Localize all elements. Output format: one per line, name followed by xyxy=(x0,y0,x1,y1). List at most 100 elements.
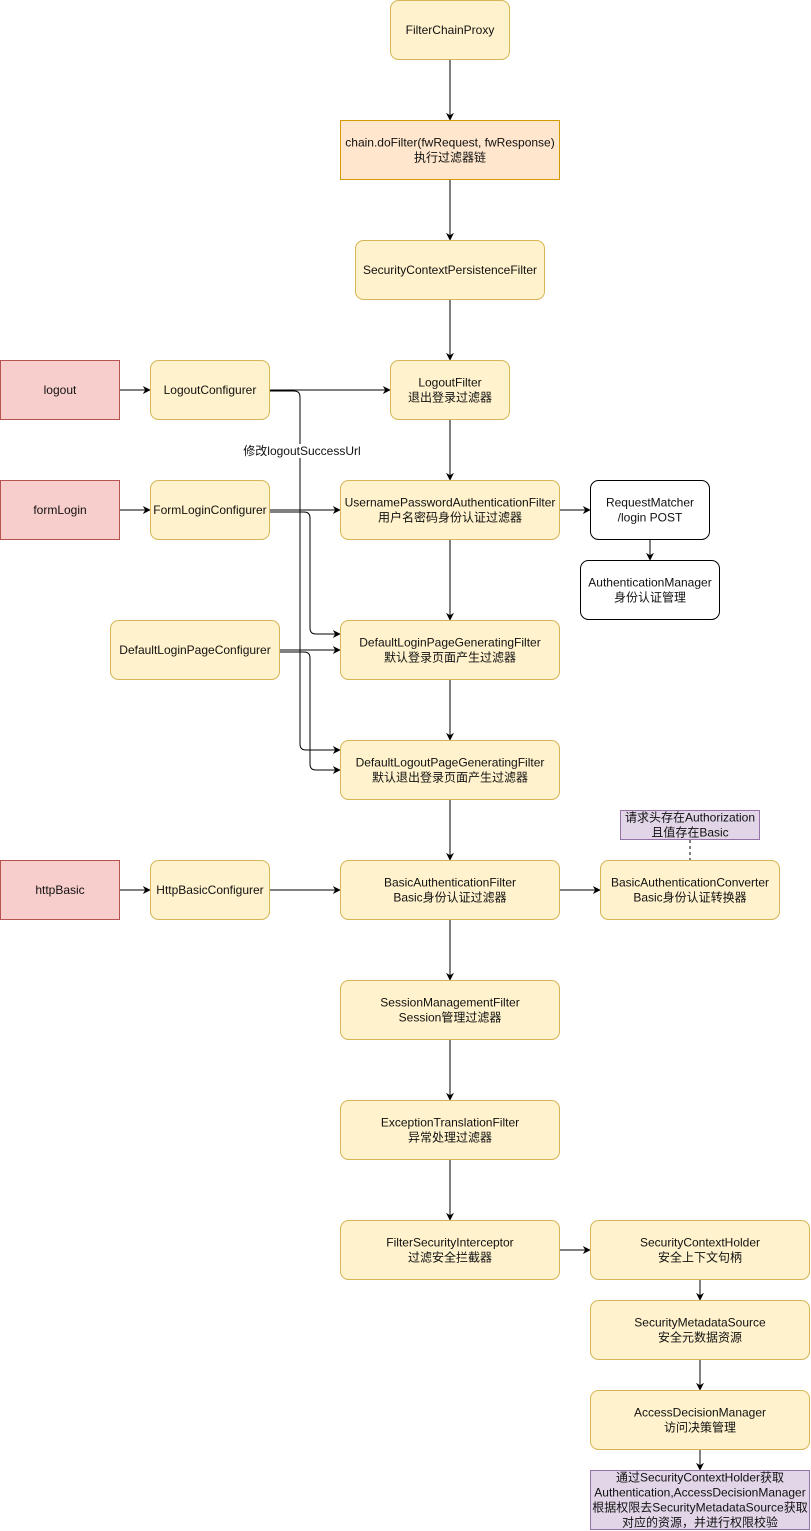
node-label-final-note: 通过SecurityContextHolder获取 xyxy=(616,1471,784,1485)
node-http-basic: httpBasic xyxy=(0,860,120,920)
node-box-logout xyxy=(0,360,120,420)
node-label-filter-security-interceptor: 过滤安全拦截器 xyxy=(408,1250,492,1265)
node-label-security-metadata-source: SecurityMetadataSource xyxy=(634,1316,766,1330)
node-label-request-matcher: RequestMatcher xyxy=(606,496,694,510)
node-label-default-login-page-configurer: DefaultLoginPageConfigurer xyxy=(119,643,270,657)
node-label-exception-translation-filter: ExceptionTranslationFilter xyxy=(381,1116,519,1130)
node-label-session-management-filter: SessionManagementFilter xyxy=(380,996,519,1010)
node-box-http-basic xyxy=(0,860,120,920)
node-box-session-management-filter xyxy=(340,980,560,1040)
node-label-default-logout-page-filter: DefaultLogoutPageGeneratingFilter xyxy=(356,756,545,770)
node-box-authorization-note xyxy=(620,810,760,840)
node-box-form-login xyxy=(0,480,120,540)
node-box-authentication-manager xyxy=(580,560,720,620)
edge-label-logout-success-url: 修改logoutSuccessUrl xyxy=(243,443,360,458)
node-box-security-context-persistence-filter xyxy=(355,240,545,300)
node-box-default-login-page-configurer xyxy=(110,620,280,680)
node-box-final-note xyxy=(590,1470,810,1530)
node-box-filter-chain-proxy xyxy=(390,0,510,60)
node-request-matcher: RequestMatcher/login POST xyxy=(590,480,710,540)
node-form-login-configurer: FormLoginConfigurer xyxy=(150,480,270,540)
node-label-http-basic: httpBasic xyxy=(35,883,84,897)
node-form-login: formLogin xyxy=(0,480,120,540)
node-default-login-page-configurer: DefaultLoginPageConfigurer xyxy=(110,620,280,680)
node-http-basic-configurer: HttpBasicConfigurer xyxy=(150,860,270,920)
edge-logout-configurer-to-logout-page xyxy=(270,390,341,754)
node-label-authorization-note: 且值存在Basic xyxy=(651,825,728,840)
node-box-form-login-configurer xyxy=(150,480,270,540)
node-label-final-note: Authentication,AccessDecisionManager xyxy=(594,1486,805,1500)
node-chain-do-filter: chain.doFilter(fwRequest, fwResponse)执行过… xyxy=(340,120,560,180)
node-label-logout-configurer: LogoutConfigurer xyxy=(164,383,257,397)
node-label-security-context-holder: 安全上下文句柄 xyxy=(658,1250,742,1265)
node-label-chain-do-filter: 执行过滤器链 xyxy=(414,150,486,165)
node-label-basic-authentication-converter: BasicAuthenticationConverter xyxy=(611,876,769,890)
node-box-security-context-holder xyxy=(590,1220,810,1280)
edge-formlogin-configurer-to-login-page xyxy=(270,511,341,638)
node-label-security-metadata-source: 安全元数据资源 xyxy=(658,1330,742,1345)
node-logout: logout xyxy=(0,360,120,420)
node-box-username-password-filter xyxy=(340,480,560,540)
node-label-session-management-filter: Session管理过滤器 xyxy=(399,1010,502,1025)
edge-label-background xyxy=(247,444,357,458)
node-username-password-filter: UsernamePasswordAuthenticationFilter用户名密… xyxy=(340,480,560,540)
node-label-logout-filter: 退出登录过滤器 xyxy=(408,390,492,405)
node-box-default-login-page-filter xyxy=(340,620,560,680)
node-label-security-context-persistence-filter: SecurityContextPersistenceFilter xyxy=(363,263,537,277)
node-label-filter-security-interceptor: FilterSecurityInterceptor xyxy=(386,1236,513,1250)
node-label-http-basic-configurer: HttpBasicConfigurer xyxy=(156,883,263,897)
node-box-chain-do-filter xyxy=(340,120,560,180)
node-label-form-login-configurer: FormLoginConfigurer xyxy=(153,503,266,517)
edges xyxy=(120,60,704,1471)
node-label-username-password-filter: 用户名密码身份认证过滤器 xyxy=(378,510,522,525)
node-label-authorization-note: 请求头存在Authorization xyxy=(625,811,755,825)
node-security-context-persistence-filter: SecurityContextPersistenceFilter xyxy=(355,240,545,300)
node-label-filter-chain-proxy: FilterChainProxy xyxy=(406,23,495,37)
node-box-exception-translation-filter xyxy=(340,1100,560,1160)
node-box-logout-configurer xyxy=(150,360,270,420)
node-box-default-logout-page-filter xyxy=(340,740,560,800)
node-label-basic-authentication-converter: Basic身份认证转换器 xyxy=(633,890,746,905)
node-label-logout-filter: LogoutFilter xyxy=(418,376,481,390)
node-box-access-decision-manager xyxy=(590,1390,810,1450)
node-label-authentication-manager: AuthenticationManager xyxy=(588,576,711,590)
node-box-filter-security-interceptor xyxy=(340,1220,560,1280)
node-label-access-decision-manager: 访问决策管理 xyxy=(664,1420,736,1435)
node-box-logout-filter xyxy=(390,360,510,420)
node-filter-chain-proxy: FilterChainProxy xyxy=(390,0,510,60)
node-box-request-matcher xyxy=(590,480,710,540)
node-label-default-logout-page-filter: 默认退出登录页面产生过滤器 xyxy=(372,770,528,785)
node-label-request-matcher: /login POST xyxy=(618,511,683,525)
node-label-form-login: formLogin xyxy=(33,503,86,517)
node-label-authentication-manager: 身份认证管理 xyxy=(614,590,686,605)
node-box-security-metadata-source xyxy=(590,1300,810,1360)
node-label-security-context-holder: SecurityContextHolder xyxy=(640,1236,760,1250)
node-label-logout: logout xyxy=(44,383,77,397)
node-label-final-note: 对应的资源，并进行权限校验 xyxy=(622,1515,778,1530)
edge-default-login-configurer-to-logout-page xyxy=(280,651,341,774)
node-label-chain-do-filter: chain.doFilter(fwRequest, fwResponse) xyxy=(345,136,554,150)
node-logout-configurer: LogoutConfigurer xyxy=(150,360,270,420)
node-label-access-decision-manager: AccessDecisionManager xyxy=(634,1406,766,1420)
edge-labels: 修改logoutSuccessUrl xyxy=(243,443,361,458)
node-box-http-basic-configurer xyxy=(150,860,270,920)
node-default-login-page-filter: DefaultLoginPageGeneratingFilter默认登录页面产生… xyxy=(340,620,560,680)
node-box-basic-authentication-converter xyxy=(600,860,780,920)
node-label-default-login-page-filter: DefaultLoginPageGeneratingFilter xyxy=(359,636,540,650)
node-label-basic-authentication-filter: Basic身份认证过滤器 xyxy=(393,890,506,905)
node-box-basic-authentication-filter xyxy=(340,860,560,920)
node-label-basic-authentication-filter: BasicAuthenticationFilter xyxy=(384,876,516,890)
node-default-logout-page-filter: DefaultLogoutPageGeneratingFilter默认退出登录页… xyxy=(340,740,560,800)
